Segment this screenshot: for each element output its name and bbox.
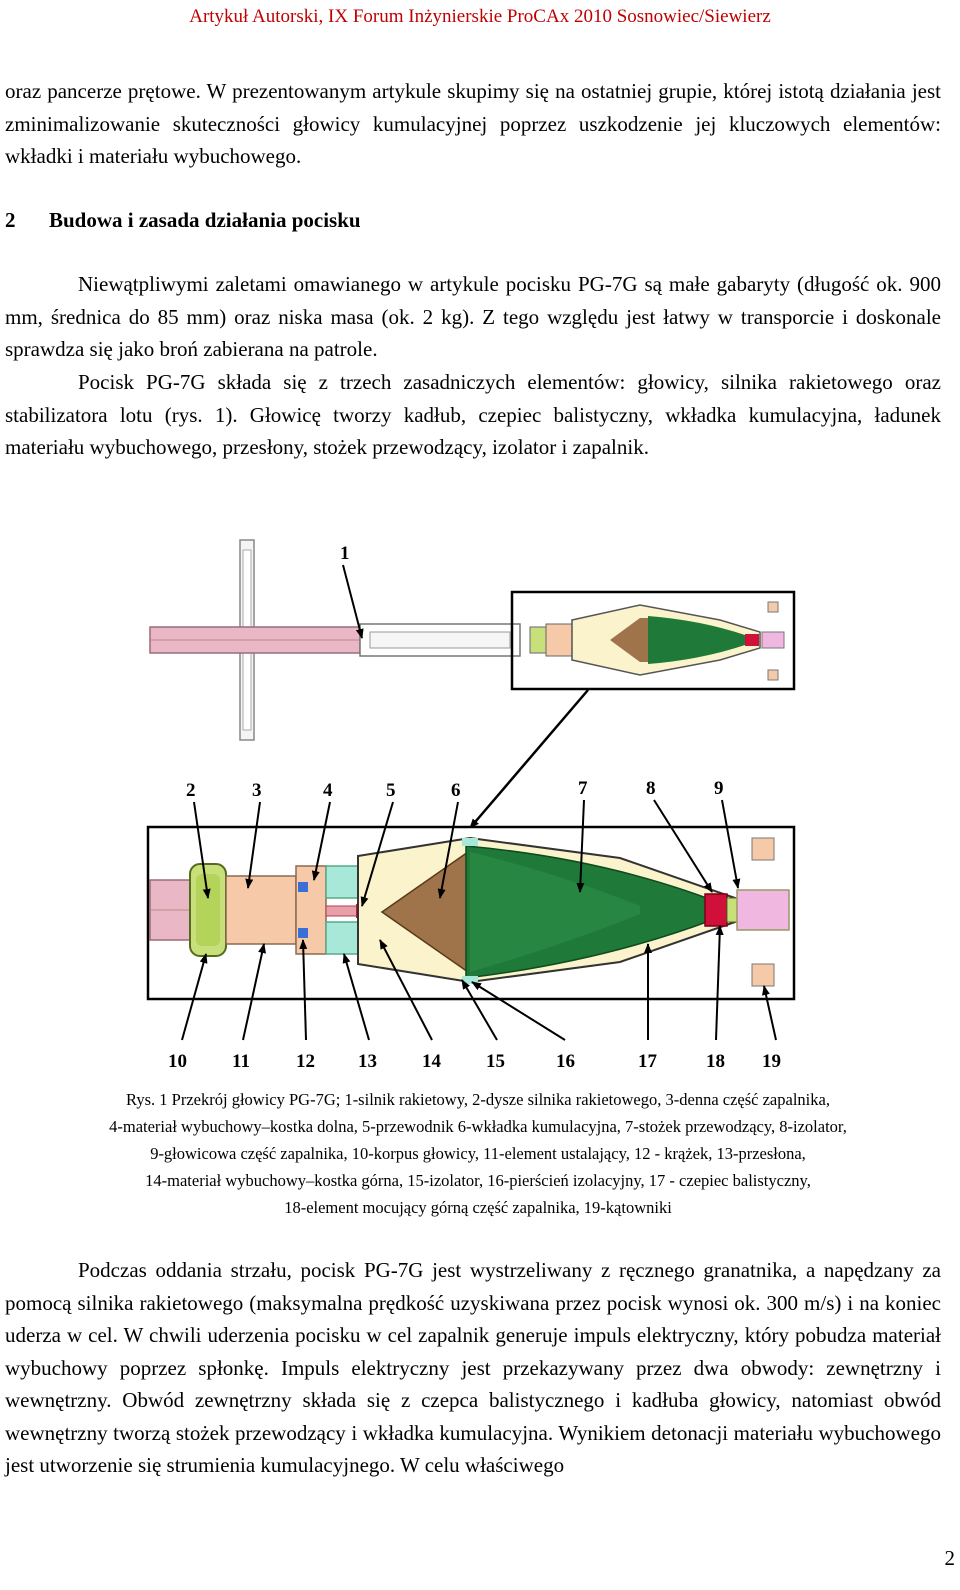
caption-line: 4-materiał wybuchowy–kostka dolna, 5-prz… [109,1117,847,1136]
caption-line: 18-element mocujący górną część zapalnik… [284,1198,672,1217]
label-2: 2 [186,780,196,801]
label-3: 3 [252,780,262,801]
label-13: 13 [358,1051,377,1072]
label-17: 17 [638,1051,658,1072]
paragraph-firing: Podczas oddania strzału, pocisk PG-7G je… [5,1258,941,1477]
page-number: 2 [944,1546,956,1570]
warhead-cross-section-figure: 1 [146,539,796,1072]
label-8: 8 [646,778,656,799]
overview-drawing: 1 [149,539,796,829]
detail-drawing [146,825,796,1001]
figure-caption: Rys. 1 Przekrój głowicy PG-7G; 1-silnik … [5,1086,951,1221]
caption-line: 14-materiał wybuchowy–kostka górna, 15-i… [145,1171,811,1190]
label-5: 5 [386,780,396,801]
label-6: 6 [451,780,461,801]
caption-line: 9-głowicowa część zapalnika, 10-korpus g… [150,1144,806,1163]
caption-line: Rys. 1 Przekrój głowicy PG-7G; 1-silnik … [126,1090,830,1109]
label-15: 15 [486,1051,505,1072]
section-heading: 2 Budowa i zasada działania pocisku [5,208,361,233]
bottom-labels: 10 11 12 13 14 15 16 17 18 19 [168,925,781,1072]
top-labels: 2 3 4 5 6 7 8 9 [186,778,741,907]
label-9: 9 [714,778,724,799]
label-18: 18 [706,1051,725,1072]
intro-paragraph: oraz pancerze prętowe. W prezentowanym a… [5,79,941,168]
label-4: 4 [323,780,333,801]
label-11: 11 [232,1051,250,1072]
label-10: 10 [168,1051,187,1072]
label-16: 16 [556,1051,575,1072]
label-19: 19 [762,1051,781,1072]
label-14: 14 [422,1051,442,1072]
overview-label-1: 1 [340,543,350,564]
label-12: 12 [296,1051,315,1072]
paragraph-components: Pocisk PG-7G składa się z trzech zasadni… [5,370,941,459]
label-7: 7 [578,778,588,799]
running-header: Artykuł Autorski, IX Forum Inżynierskie … [189,6,771,27]
section-number: 2 [5,208,16,232]
paragraph-dimensions: Niewątpliwymi zaletami omawianego w arty… [5,272,941,361]
section-title: Budowa i zasada działania pocisku [49,208,361,232]
